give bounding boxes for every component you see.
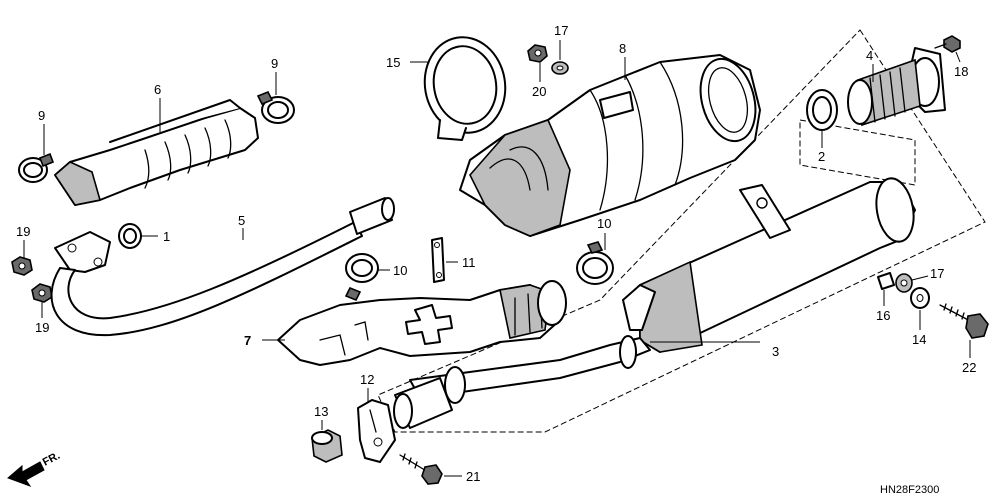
front-arrow-icon — [7, 461, 45, 487]
callout-10-right: 10 — [597, 216, 611, 231]
bracket-part-12 — [357, 399, 396, 463]
washer-part-14 — [910, 287, 930, 309]
callout-7: 7 — [244, 333, 251, 348]
leader-lines — [23, 40, 971, 477]
callout-1: 1 — [163, 229, 170, 244]
gasket-part-2 — [806, 89, 838, 131]
callout-6: 6 — [154, 82, 161, 97]
callout-12: 12 — [360, 372, 374, 387]
assembly-outline-gasket — [799, 119, 916, 186]
callout-19-lower: 19 — [35, 320, 49, 335]
washer-part-17-side — [895, 273, 913, 293]
front-direction-label: FR. — [41, 450, 62, 469]
callout-11: 11 — [462, 255, 476, 270]
band-part-15 — [423, 36, 507, 141]
muffler-part-3 — [409, 177, 916, 404]
callout-9-right: 9 — [271, 56, 278, 71]
nut-part-19-lower — [31, 283, 53, 303]
callout-4: 4 — [866, 48, 873, 63]
clamp-part-10-right — [576, 241, 614, 285]
callout-9-left: 9 — [38, 108, 45, 123]
callout-15: 15 — [386, 55, 400, 70]
assembly-outline-muffler — [377, 29, 986, 433]
callout-10-left: 10 — [393, 263, 407, 278]
exhaust-pipe-part-5 — [50, 197, 395, 337]
clamp-part-9-right — [256, 90, 295, 124]
nut-part-20 — [527, 44, 548, 63]
exhaust-pipe-cover-part-6 — [53, 99, 259, 206]
collar-part-16 — [877, 272, 895, 290]
muffler-cover-part-8 — [459, 54, 761, 237]
stay-part-11 — [431, 237, 445, 283]
callout-14: 14 — [912, 332, 926, 347]
callout-20: 20 — [532, 84, 546, 99]
bolt-part-18 — [934, 35, 961, 53]
rubber-part-13 — [311, 429, 343, 463]
callout-21: 21 — [466, 469, 480, 484]
diagram-code: HN28F2300 — [880, 484, 939, 496]
bolt-part-22 — [939, 303, 989, 339]
callout-2: 2 — [818, 149, 825, 164]
callout-19-upper: 19 — [16, 224, 30, 239]
callout-17-side: 17 — [930, 266, 944, 281]
clamp-part-9-left — [18, 152, 55, 183]
tail-pipe-part-4 — [847, 47, 946, 127]
callout-8: 8 — [619, 41, 626, 56]
middle-pipe-part-7 — [277, 280, 567, 366]
callout-18: 18 — [954, 64, 968, 79]
muffler-inlet-pipe — [393, 377, 453, 429]
callout-17-top: 17 — [554, 23, 568, 38]
callout-22: 22 — [962, 360, 976, 375]
callout-16: 16 — [876, 308, 890, 323]
clamp-part-10-left — [344, 253, 379, 302]
callout-13: 13 — [314, 404, 328, 419]
callout-5: 5 — [238, 213, 245, 228]
bolt-part-21 — [399, 453, 443, 485]
nut-part-19-upper — [11, 256, 33, 276]
callout-3: 3 — [772, 344, 779, 359]
gasket-part-1 — [118, 223, 142, 249]
washer-part-17-top — [551, 61, 569, 75]
